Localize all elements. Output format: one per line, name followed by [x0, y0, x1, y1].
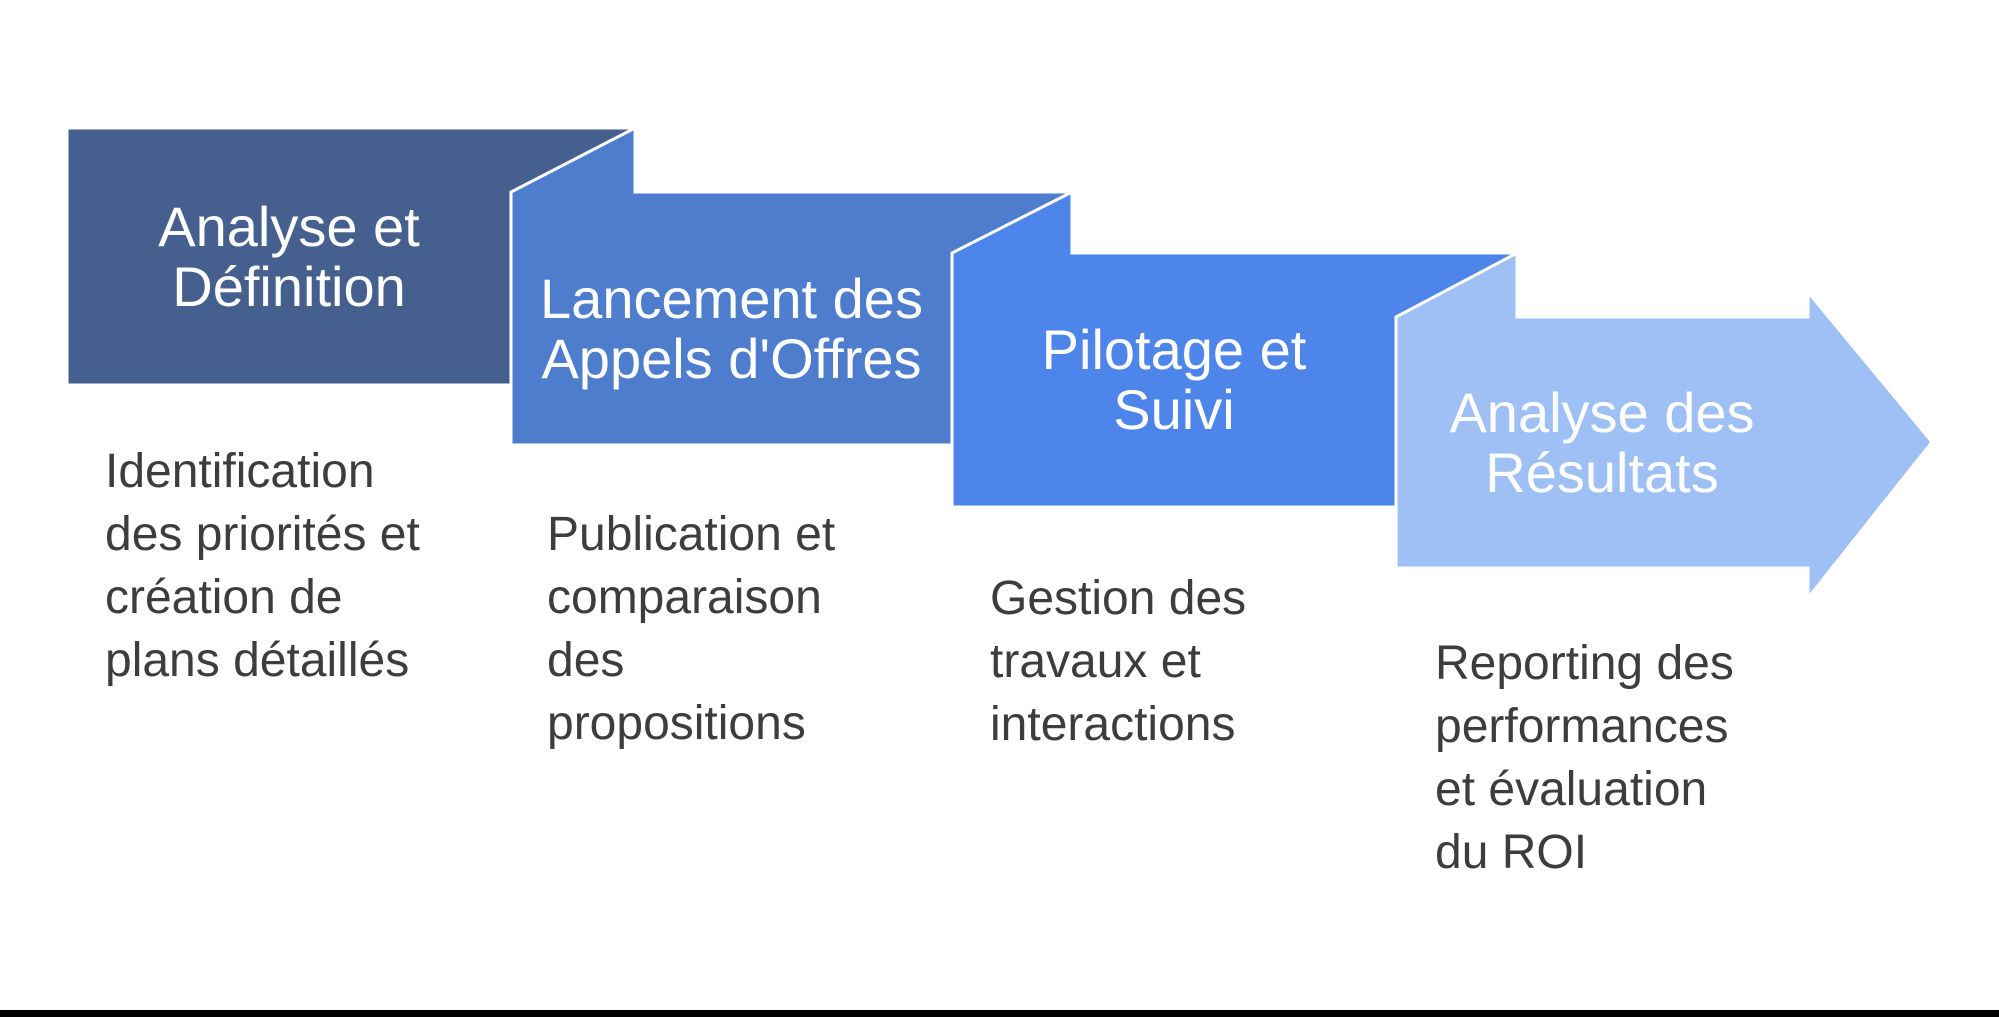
- step-4-arrow-shape: [1394, 250, 1934, 603]
- step-2-description: Publication et comparaison des propositi…: [547, 508, 836, 750]
- step-4-description: Reporting des performances et évaluation…: [1435, 637, 1734, 879]
- step-3-description: Gestion des travaux et interactions: [990, 572, 1247, 751]
- step-1-description: Identification des priorités et création…: [105, 445, 420, 687]
- bottom-edge-bar: [0, 1010, 1999, 1017]
